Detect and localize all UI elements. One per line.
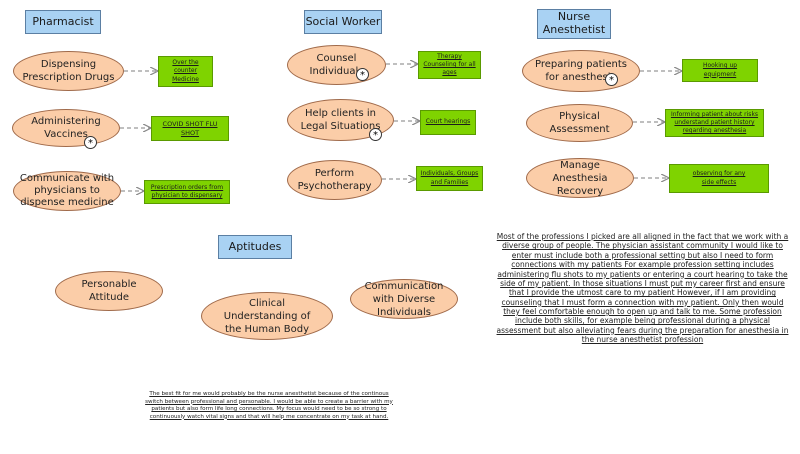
node-physical-assessment[interactable]: Physical Assessment bbox=[526, 104, 633, 142]
header-pharmacist[interactable]: Pharmacist bbox=[25, 10, 101, 34]
node-clinical-understanding[interactable]: Clinical Understanding of the Human Body bbox=[201, 292, 333, 340]
note-court-hearings[interactable]: Court hearings bbox=[420, 110, 476, 135]
star-badge-legal: * bbox=[369, 128, 382, 141]
note-observing-side-effects[interactable]: observing for any side effects bbox=[669, 164, 769, 193]
note-covid-flu-shot[interactable]: COVID SHOT FLU SHOT bbox=[151, 116, 229, 141]
node-perform-psychotherapy[interactable]: Perform Psychotherapy bbox=[287, 160, 382, 200]
note-hooking-up-equipment[interactable]: Hooking up equipment bbox=[682, 59, 758, 82]
reflection-paragraph: Most of the professions I picked are all… bbox=[496, 232, 789, 345]
star-badge-preparing: * bbox=[605, 73, 618, 86]
header-social-worker[interactable]: Social Worker bbox=[304, 10, 382, 34]
node-administering-vaccines[interactable]: Administering Vaccines bbox=[12, 109, 120, 147]
note-prescription-orders[interactable]: Prescription orders from physician to di… bbox=[144, 180, 230, 204]
note-over-the-counter[interactable]: Over the counter Medicine bbox=[158, 56, 213, 87]
node-personable-attitude[interactable]: Personable Attitude bbox=[55, 271, 163, 311]
node-communication-diverse[interactable]: Communication with Diverse Individuals bbox=[350, 279, 458, 319]
header-aptitudes[interactable]: Aptitudes bbox=[218, 235, 292, 259]
note-informing-patient-risks[interactable]: Informing patient about risks understand… bbox=[665, 109, 764, 137]
star-badge-vaccines: * bbox=[84, 136, 97, 149]
note-individuals-groups-families[interactable]: Individuals, Groups and Families bbox=[416, 166, 483, 191]
header-nurse-anesthetist[interactable]: Nurse Anesthetist bbox=[537, 9, 611, 39]
node-preparing-patients[interactable]: Preparing patients for anesthesia bbox=[522, 50, 640, 92]
note-therapy-counseling[interactable]: Therapy Counseling for all ages bbox=[418, 51, 481, 79]
star-badge-counsel: * bbox=[356, 68, 369, 81]
node-dispensing-prescription-drugs[interactable]: Dispensing Prescription Drugs bbox=[13, 51, 124, 91]
node-manage-anesthesia-recovery[interactable]: Manage Anesthesia Recovery bbox=[526, 158, 634, 198]
node-communicate-physicians[interactable]: Communicate with physicians to dispense … bbox=[13, 171, 121, 211]
node-counsel-individuals[interactable]: Counsel Individuals bbox=[287, 45, 386, 85]
best-fit-paragraph: The best fit for me would probably be th… bbox=[145, 391, 393, 420]
